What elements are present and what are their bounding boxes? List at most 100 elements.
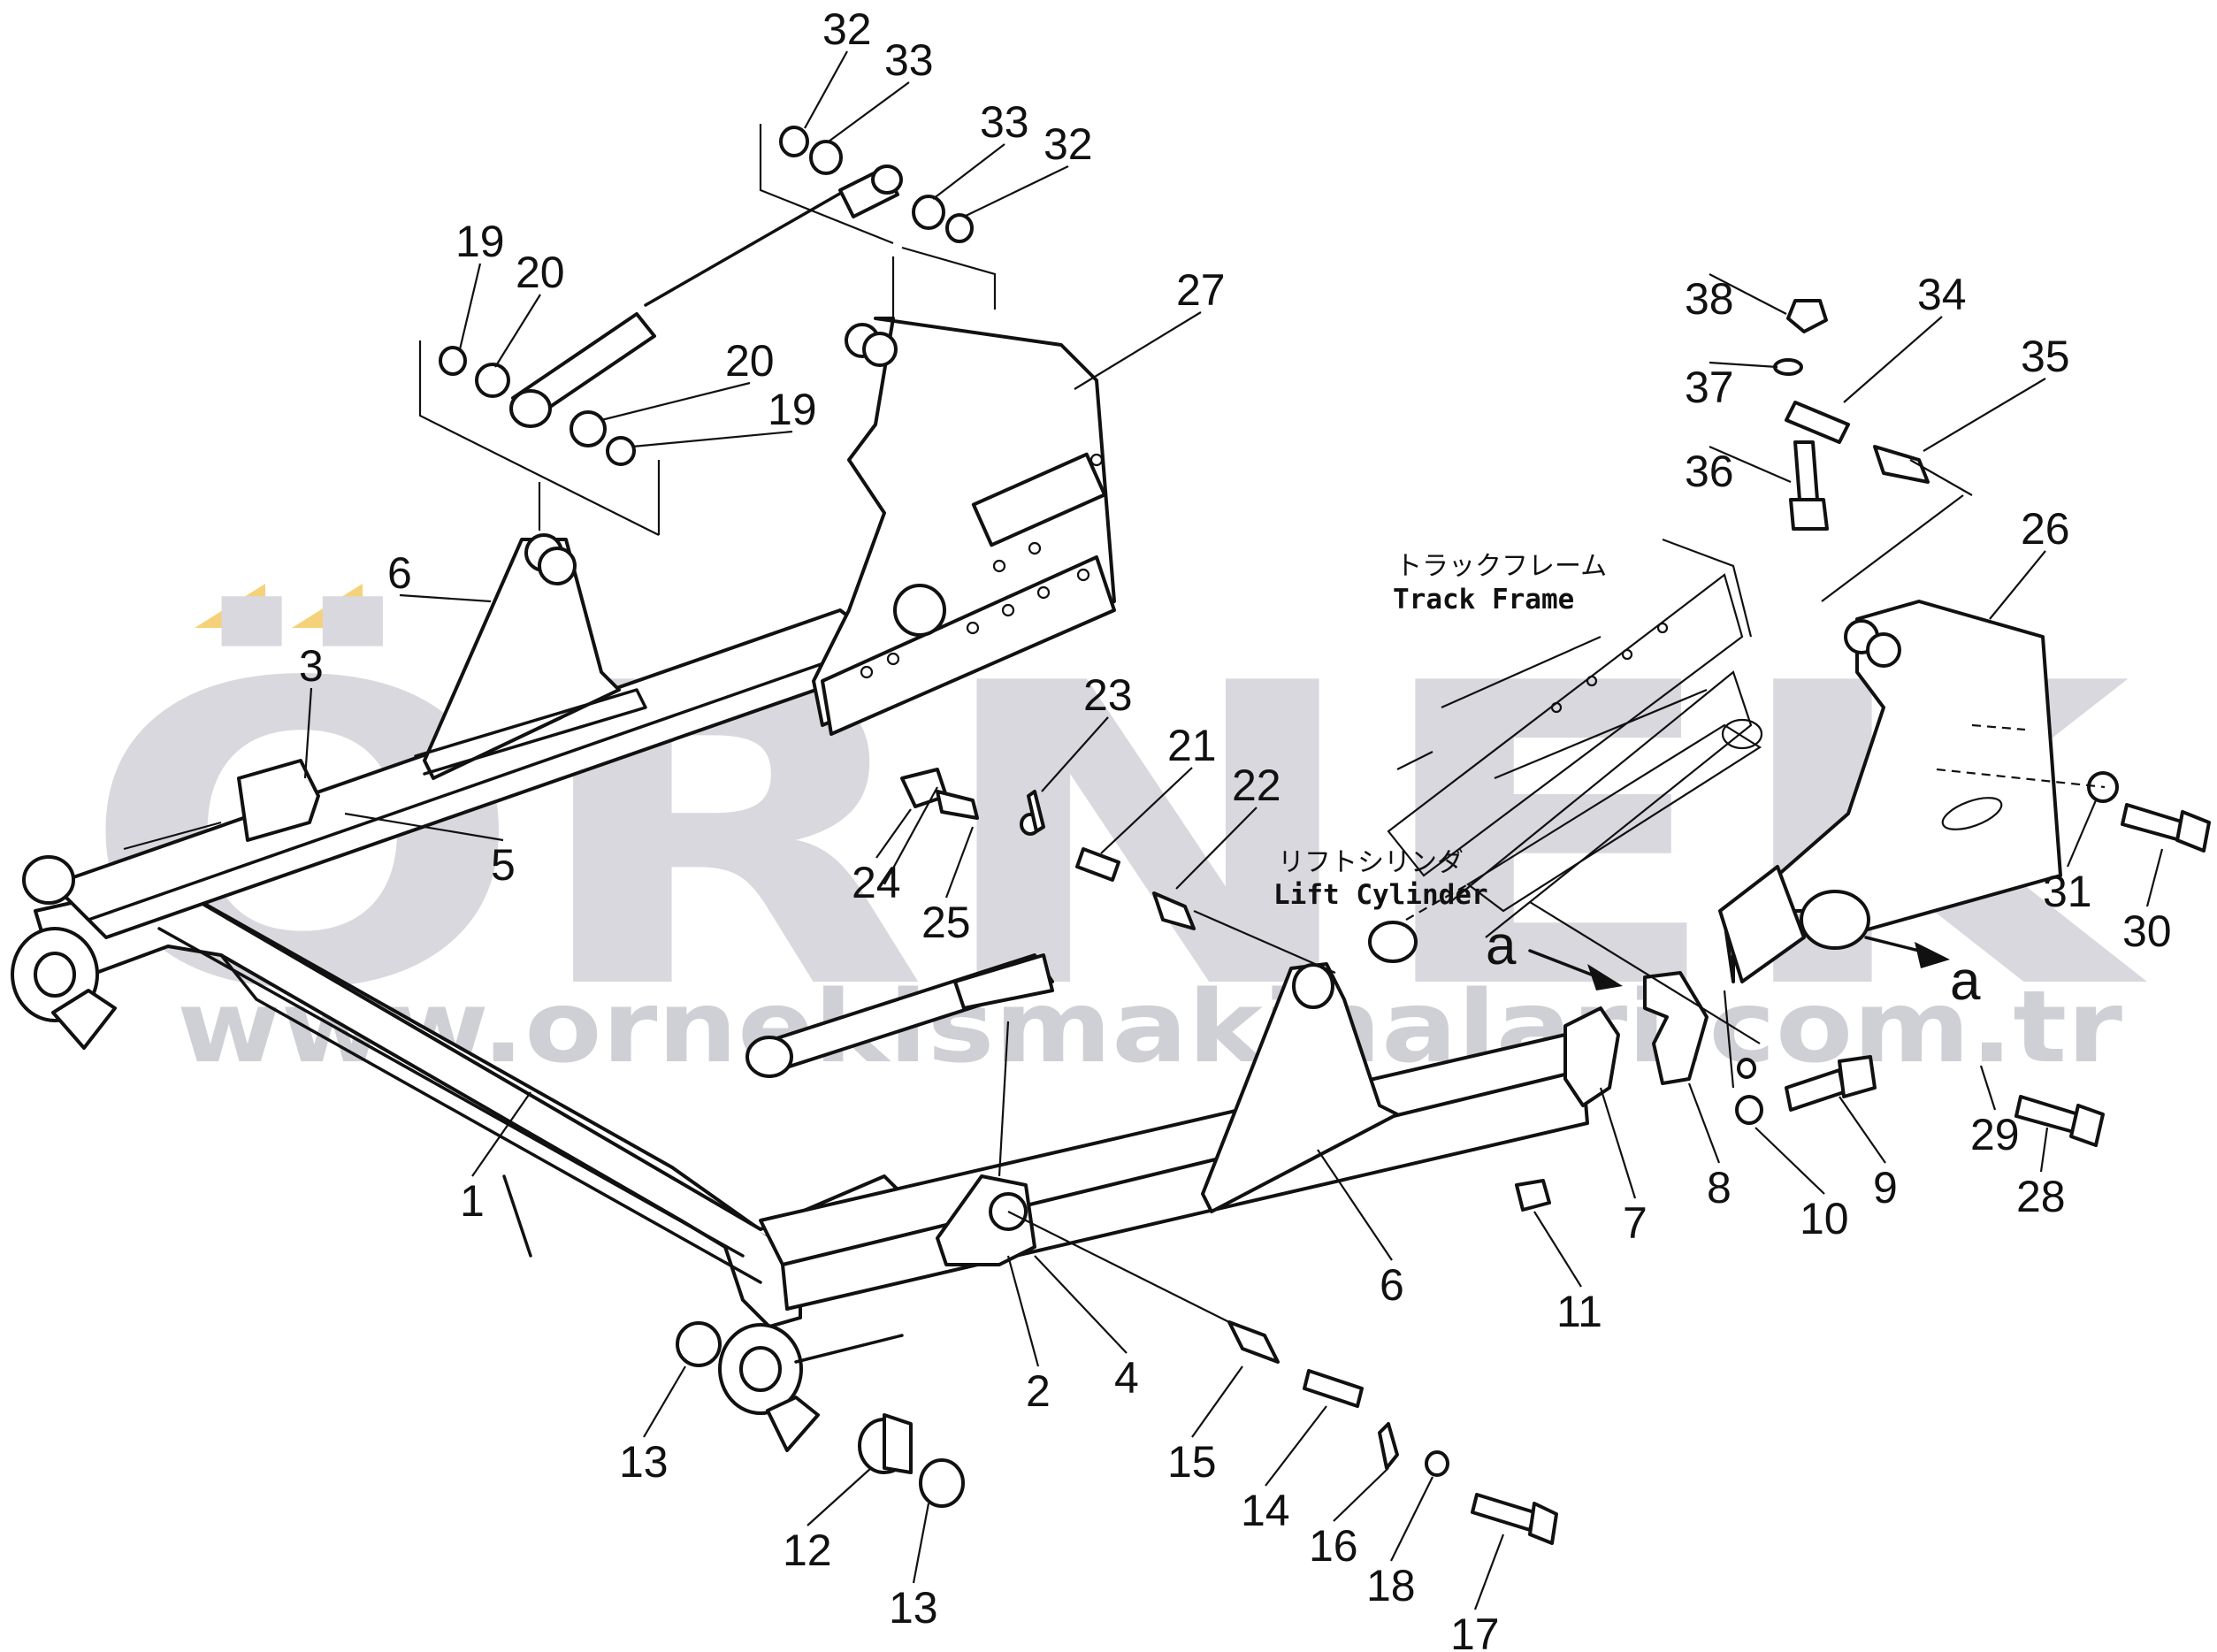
callout-leader (1317, 1149, 1393, 1261)
callout-leader (1041, 716, 1109, 792)
callout-37: 37 (1685, 361, 1778, 412)
callout-20: 20 (600, 336, 775, 422)
callout-leader (1333, 1467, 1389, 1522)
callout-leader (344, 812, 504, 842)
callout-leader (912, 1503, 930, 1584)
bolt-holes-27 (860, 453, 1104, 679)
callout-28: 28 (2016, 1127, 2066, 1221)
callout-number: 16 (1309, 1521, 1358, 1571)
watermark: ÖRNEK www.orneki̇smakinalari.com.tr (80, 584, 2151, 1085)
callout-number: 13 (889, 1583, 938, 1633)
bolts-and-fittings (883, 299, 2211, 1545)
callout-leader (1687, 1082, 1721, 1164)
callout-number: 33 (980, 97, 1029, 147)
callout-number: 12 (783, 1526, 832, 1575)
callout-number: 25 (921, 898, 971, 947)
callout-number: 8 (1707, 1163, 1732, 1212)
callout-1: 1 (460, 1091, 531, 1226)
callout-8: 8 (1687, 1082, 1732, 1212)
callout-leader (1390, 1476, 1433, 1562)
callout-leader (1979, 1065, 1997, 1111)
callout-leader (1839, 1096, 1886, 1164)
callout-number: 22 (1232, 761, 1281, 810)
callout-leader (828, 81, 910, 142)
callout-leader (932, 143, 1005, 200)
callout-number: 35 (2021, 332, 2070, 381)
callout-number: 37 (1685, 363, 1734, 412)
callout-number: 23 (1083, 670, 1133, 720)
callout-2: 2 (1006, 1255, 1051, 1416)
callout-leader (494, 294, 541, 368)
callout-leader (2145, 848, 2164, 907)
track-frame-label-jp: トラックフレーム (1395, 551, 1607, 582)
callout-33: 33 (932, 97, 1029, 200)
callout-35: 35 (1923, 332, 2070, 452)
lift-cylinder-label-jp: リフトシリンダ (1278, 847, 1464, 878)
upper-arm (22, 608, 877, 939)
callout-32: 32 (963, 119, 1093, 218)
callout-leader (1034, 1255, 1128, 1354)
track-frame (1387, 538, 1753, 938)
callout-number: 5 (491, 840, 516, 890)
callout-number: 17 (1450, 1610, 1500, 1652)
callout-number: 13 (619, 1437, 669, 1487)
callout-leader (1599, 1087, 1637, 1199)
callout-leader (1709, 273, 1787, 315)
callout-22: 22 (1175, 761, 1281, 890)
callout-3: 3 (299, 641, 324, 779)
watermark-brand: ÖRNEK (80, 592, 2151, 1080)
callout-7: 7 (1599, 1087, 1647, 1248)
callout-number: 34 (1917, 270, 1967, 319)
callout-number: 6 (1380, 1260, 1404, 1310)
callout-leader (631, 430, 793, 448)
callout-13: 13 (889, 1503, 938, 1633)
callout-leader (2039, 1127, 2049, 1173)
callout-11: 11 (1533, 1211, 1602, 1336)
callout-leader (1175, 807, 1258, 890)
callout-30: 30 (2122, 848, 2172, 956)
bracket-lower (1201, 962, 1620, 1213)
lift-cylinder-label-en: Lift Cylinder (1273, 879, 1488, 911)
callout-18: 18 (1366, 1476, 1433, 1610)
callout-6: 6 (1317, 1149, 1404, 1310)
callout-15: 15 (1167, 1365, 1243, 1487)
callout-number: 6 (387, 548, 412, 598)
callout-number: 19 (455, 217, 505, 266)
callout-5: 5 (344, 812, 516, 890)
callout-31: 31 (2043, 799, 2098, 916)
callout-6: 6 (387, 548, 492, 603)
callout-leader (471, 1091, 531, 1177)
callout-13: 13 (619, 1365, 686, 1487)
callout-leader (1074, 311, 1202, 390)
callout-leader (399, 593, 492, 603)
callout-27: 27 (1074, 265, 1226, 390)
callout-26: 26 (1989, 504, 2070, 620)
callout-number: 18 (1366, 1561, 1416, 1610)
callout-25: 25 (921, 826, 975, 947)
callout-17: 17 (1450, 1533, 1505, 1652)
callout-19: 19 (631, 385, 817, 448)
callout-23: 23 (1041, 670, 1133, 792)
callout-leader (875, 808, 912, 859)
callout-34: 34 (1843, 270, 1967, 403)
callout-leader (944, 826, 975, 899)
callout-leader (1709, 445, 1792, 484)
callout-number: 26 (2021, 504, 2070, 554)
callout-leader (643, 1365, 686, 1438)
callout-number: 4 (1114, 1353, 1139, 1403)
callout-number: 28 (2016, 1172, 2066, 1221)
callout-24: 24 (852, 808, 912, 907)
parts-drawing (11, 124, 2211, 1545)
callout-leader (963, 165, 1069, 218)
callout-number: 32 (1044, 119, 1093, 169)
callout-leader (1923, 378, 2046, 452)
annotations: トラックフレーム Track Frame リフトシリンダ Lift Cylind… (1273, 551, 1981, 1012)
callout-leader (1265, 1405, 1327, 1487)
callout-leader (303, 687, 313, 779)
callout-number: 33 (884, 35, 934, 85)
bracket-upper (414, 533, 647, 780)
track-frame-label-en: Track Frame (1393, 584, 1574, 616)
callout-number: 10 (1800, 1194, 1849, 1243)
callout-number: 30 (2122, 906, 2172, 956)
